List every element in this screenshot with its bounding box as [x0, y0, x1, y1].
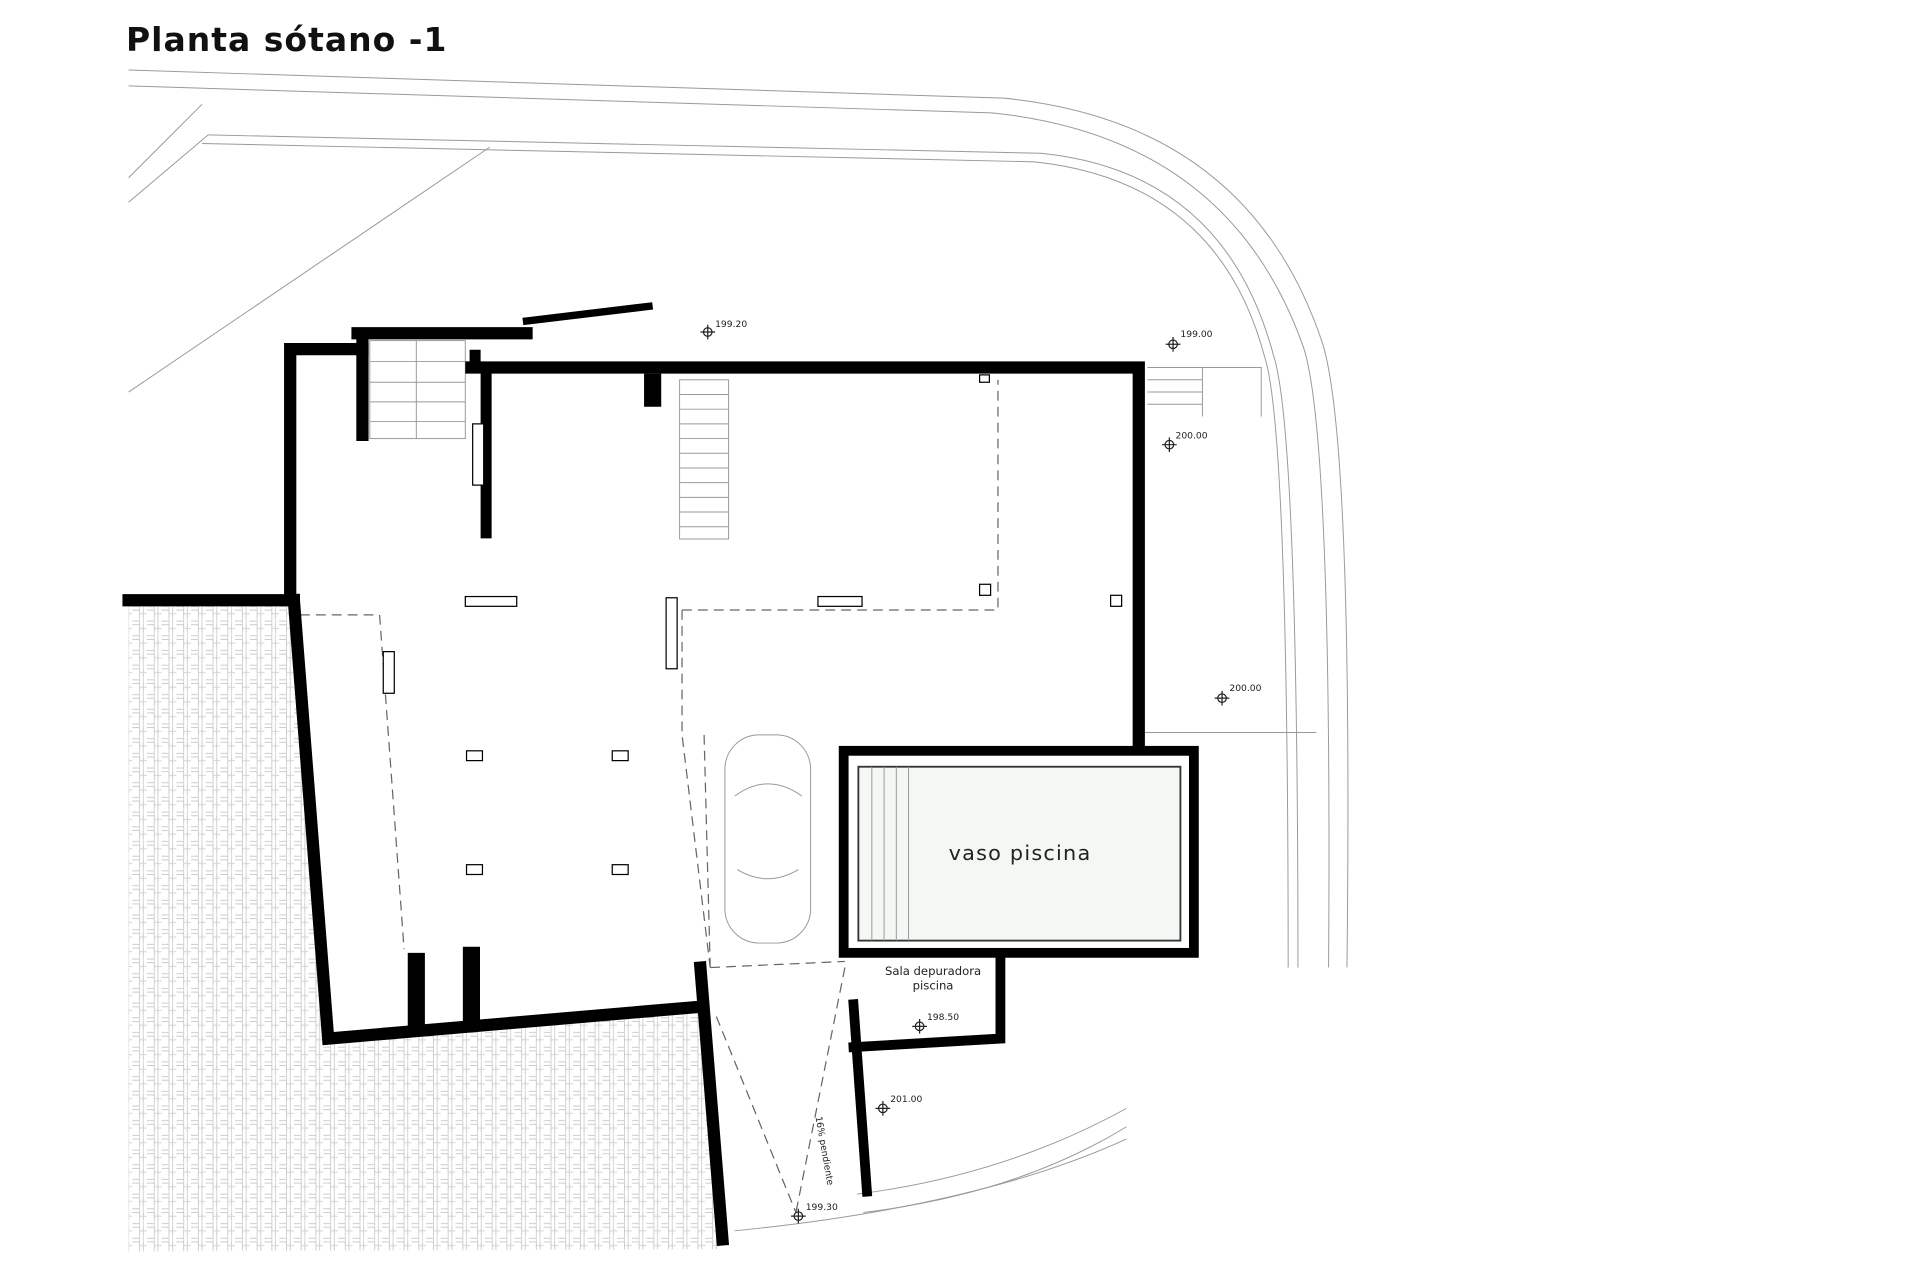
plan-title: Planta sótano -1: [126, 20, 448, 59]
stairs: [369, 340, 1262, 540]
interior-lines: [300, 379, 999, 1213]
pool-room-label-1: Sala depuradora: [885, 964, 981, 978]
level-label: 200.00: [1229, 683, 1261, 694]
walls: [122, 302, 1199, 1246]
level-label: 199.30: [806, 1202, 838, 1213]
level-label: 198.50: [927, 1012, 959, 1023]
level-label: 201.00: [890, 1094, 922, 1105]
pool-room-label-2: piscina: [913, 979, 954, 993]
pool: vaso piscina: [857, 765, 1182, 942]
car-icon: [724, 734, 812, 944]
paving-area: [128, 606, 723, 1252]
columns: [465, 374, 1123, 876]
level-markers: [700, 324, 1230, 1224]
level-label: 200.00: [1176, 431, 1208, 442]
site-boundary: [128, 69, 1349, 1232]
pool-label: vaso piscina: [949, 841, 1092, 865]
level-label: 199.20: [715, 319, 747, 330]
ramp-slope-label: 16% pendiente: [813, 1116, 836, 1187]
level-label: 199.00: [1180, 329, 1212, 340]
